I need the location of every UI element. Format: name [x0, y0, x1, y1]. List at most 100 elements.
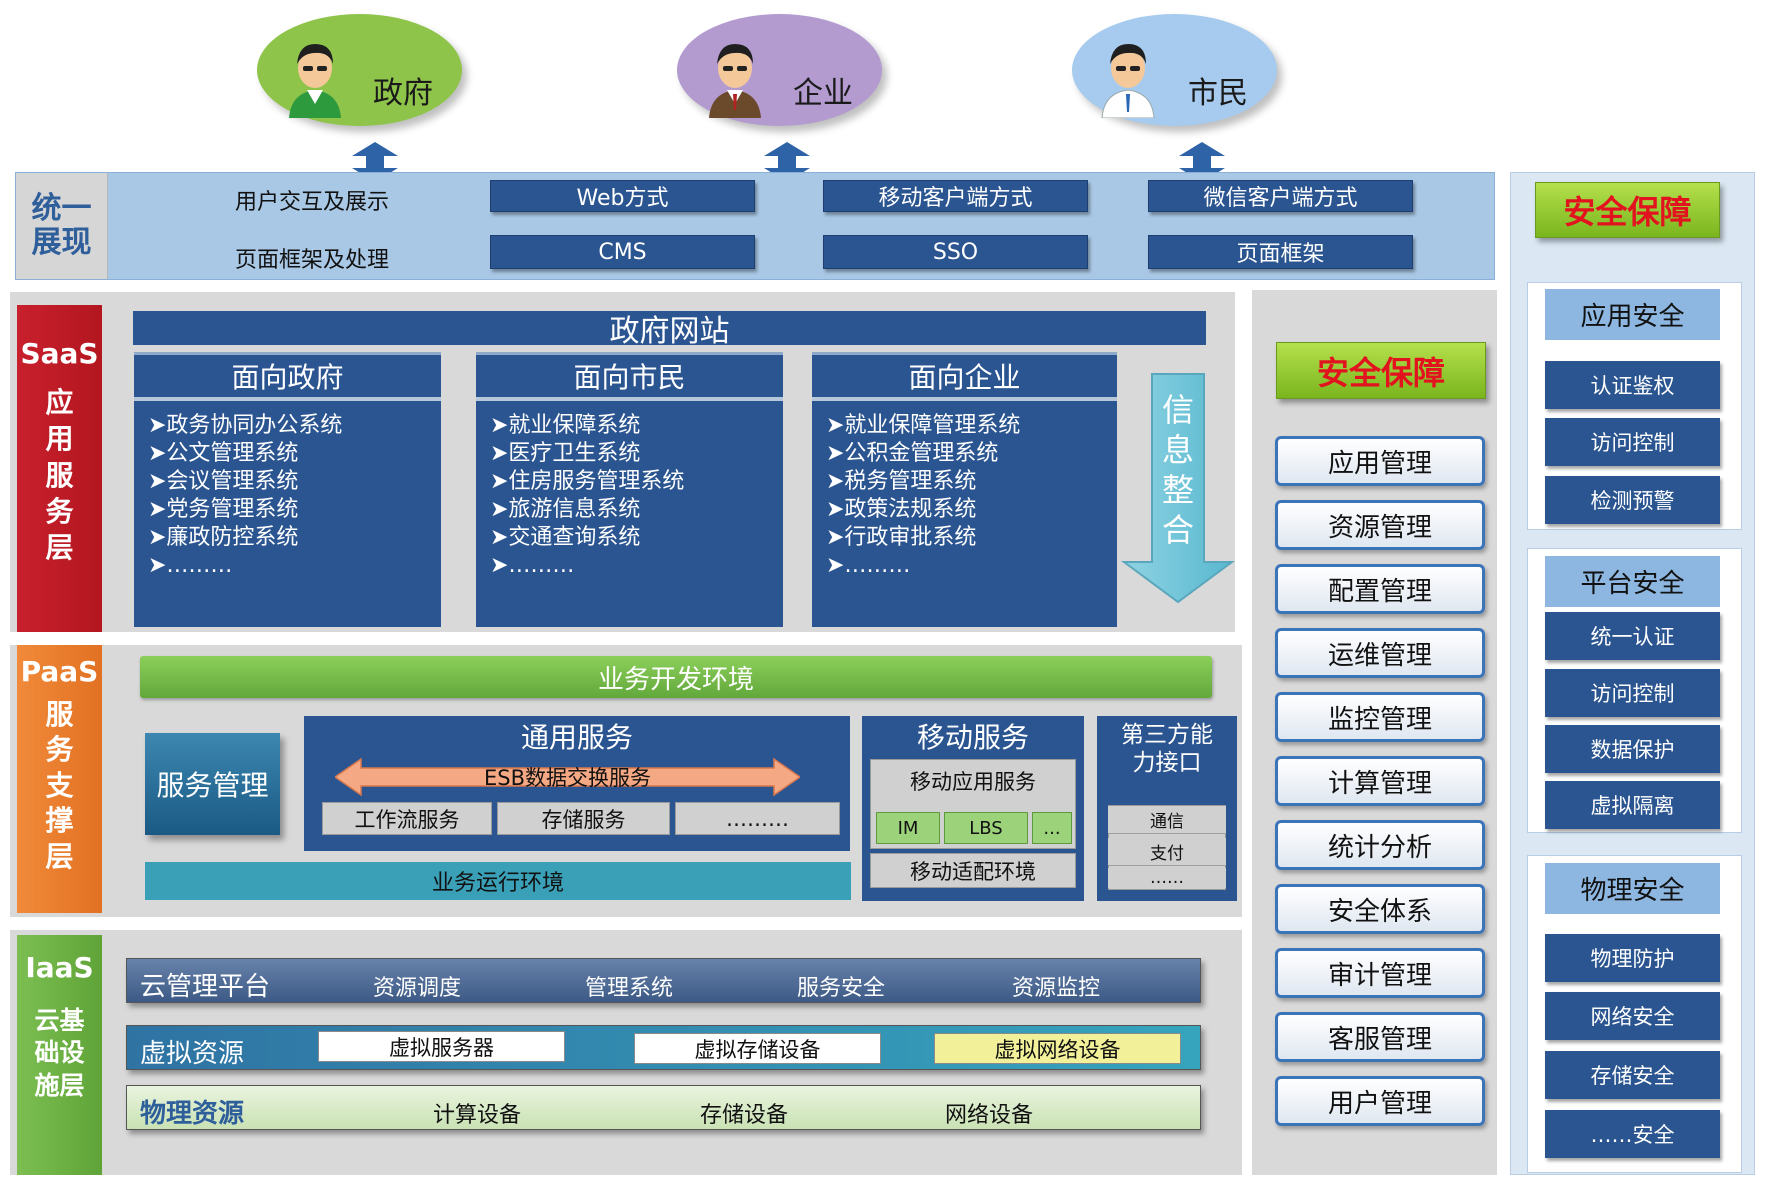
management-security-title: 安全保障: [1276, 342, 1486, 399]
list-item: ➤旅游信息系统: [490, 497, 641, 522]
iaas-side-sub: 云基础设施层: [34, 1005, 85, 1100]
payment-cell: 支付: [1108, 838, 1226, 866]
citizen-person-icon: [1101, 44, 1155, 118]
wechat-client-button: 微信客户端方式: [1148, 180, 1413, 212]
virtual-isolation-item: 虚拟隔离: [1545, 781, 1720, 829]
list-item: ➤………: [148, 553, 233, 578]
list-item: ➤公积金管理系统: [826, 441, 999, 466]
unified-title-tile: 统一展现: [16, 173, 108, 279]
saas-column-enterprise-title: 面向企业: [812, 355, 1117, 401]
esb-double-arrow-icon: [335, 757, 800, 797]
management-item: 资源管理: [1275, 500, 1485, 550]
unified-row1-label: 用户交互及展示: [235, 190, 390, 215]
im-cell: IM: [876, 812, 940, 844]
third-party-title: 第三方能力接口: [1121, 722, 1213, 776]
management-item: 运维管理: [1275, 628, 1485, 678]
list-item: ➤………: [826, 553, 911, 578]
management-item: 计算管理: [1275, 756, 1485, 806]
list-item: ➤交通查询系统: [490, 525, 641, 550]
list-item: ➤就业保障管理系统: [826, 413, 1021, 438]
list-item: ➤廉政防控系统: [148, 525, 299, 550]
resource-scheduling-label: 资源调度: [373, 976, 462, 1001]
management-item: 安全体系: [1275, 884, 1485, 934]
security-title: 安全保障: [1535, 182, 1720, 238]
enterprise-person-icon: [709, 44, 761, 118]
storage-service-cell: 存储服务: [497, 802, 670, 835]
communication-cell: 通信: [1108, 806, 1226, 834]
list-item: ➤公文管理系统: [148, 441, 299, 466]
storage-security-item: 存储安全: [1545, 1051, 1720, 1099]
saas-side-top: SaaS: [20, 337, 99, 370]
auth-item: 认证鉴权: [1545, 361, 1720, 409]
management-system-label: 管理系统: [585, 976, 674, 1001]
saas-side-tab: SaaS 应用服务层: [17, 305, 102, 632]
virtual-storage-cell: 虚拟存储设备: [634, 1033, 881, 1064]
management-item: 用户管理: [1275, 1076, 1485, 1126]
access-control-item: 访问控制: [1545, 418, 1720, 466]
saas-side-sub: 应用服务层: [45, 385, 74, 565]
network-security-item: 网络安全: [1545, 992, 1720, 1040]
platform-security-title: 平台安全: [1545, 556, 1720, 607]
mobile-adapt-cell: 移动适配环境: [870, 853, 1076, 888]
list-item: ➤政务协同办公系统: [148, 413, 343, 438]
physical-security-title: 物理安全: [1545, 863, 1720, 914]
detection-warning-item: 检测预警: [1545, 476, 1720, 524]
user-enterprise-ellipse: [677, 14, 882, 126]
virtual-resources-title: 虚拟资源: [140, 1039, 245, 1069]
iaas-side-tab: IaaS 云基础设施层: [17, 935, 102, 1175]
saas-column-gov-list: ➤政务协同办公系统 ➤公文管理系统 ➤会议管理系统 ➤党务管理系统 ➤廉政防控系…: [148, 412, 438, 580]
data-protection-item: 数据保护: [1545, 725, 1720, 773]
mobile-app-service-label: 移动应用服务: [910, 770, 1036, 794]
mobile-client-button: 移动客户端方式: [823, 180, 1088, 212]
other-security-item: ……安全: [1545, 1110, 1720, 1158]
management-item: 监控管理: [1275, 692, 1485, 742]
paas-side-top: PaaS: [20, 655, 99, 688]
gov-portal-bar: 政府网站: [133, 311, 1206, 349]
user-citizen-label: 市民: [1188, 76, 1248, 111]
management-item: 统计分析: [1275, 820, 1485, 870]
esb-service-label: ESB数据交换服务: [483, 766, 651, 790]
cloud-management-title: 云管理平台: [140, 972, 271, 1002]
virtual-network-cell: 虚拟网络设备: [934, 1033, 1181, 1064]
unified-auth-item: 统一认证: [1545, 612, 1720, 660]
physical-resources-bar: [126, 1085, 1201, 1130]
mobile-services-title: 移动服务: [916, 721, 1029, 754]
paas-side-tab: PaaS 服务支撑层: [17, 645, 102, 913]
list-item: ➤就业保障系统: [490, 413, 641, 438]
physical-resources-title: 物理资源: [140, 1099, 245, 1129]
virtual-server-cell: 虚拟服务器: [318, 1031, 565, 1062]
web-mode-button: Web方式: [490, 180, 755, 212]
network-device-label: 网络设备: [945, 1103, 1034, 1128]
unified-title: 统一展现: [31, 190, 92, 260]
list-item: ➤政策法规系统: [826, 497, 977, 522]
saas-column-citizen-title: 面向市民: [476, 355, 783, 401]
government-person-icon: [289, 44, 341, 118]
list-item: ➤………: [490, 553, 575, 578]
list-item: ➤税务管理系统: [826, 469, 977, 494]
user-enterprise-label: 企业: [793, 76, 853, 111]
platform-access-control-item: 访问控制: [1545, 669, 1720, 717]
general-more-cell: ………: [675, 802, 840, 835]
unified-row2-label: 页面框架及处理: [235, 248, 390, 273]
cms-button: CMS: [490, 235, 755, 269]
cloud-management-bar: [126, 958, 1201, 1003]
mobile-more-cell: ...: [1032, 812, 1072, 844]
app-security-title: 应用安全: [1545, 289, 1720, 340]
list-item: ➤住房服务管理系统: [490, 469, 685, 494]
sso-button: SSO: [823, 235, 1088, 269]
dev-environment-bar: 业务开发环境: [140, 656, 1212, 698]
general-services-title: 通用服务: [520, 721, 633, 754]
list-item: ➤医疗卫生系统: [490, 441, 641, 466]
saas-column-enterprise-list: ➤就业保障管理系统 ➤公积金管理系统 ➤税务管理系统 ➤政策法规系统 ➤行政审批…: [826, 412, 1116, 580]
management-item: 应用管理: [1275, 436, 1485, 486]
iaas-side-top: IaaS: [25, 951, 94, 984]
list-item: ➤会议管理系统: [148, 469, 299, 494]
resource-monitoring-label: 资源监控: [1012, 976, 1101, 1001]
physical-protection-item: 物理防护: [1545, 934, 1720, 982]
saas-column-citizen-list: ➤就业保障系统 ➤医疗卫生系统 ➤住房服务管理系统 ➤旅游信息系统 ➤交通查询系…: [490, 412, 780, 580]
management-item: 配置管理: [1275, 564, 1485, 614]
info-integration-label: 信息整合: [1162, 391, 1195, 549]
list-item: ➤行政审批系统: [826, 525, 977, 550]
user-government-label: 政府: [373, 76, 433, 111]
workflow-service-cell: 工作流服务: [322, 802, 492, 835]
